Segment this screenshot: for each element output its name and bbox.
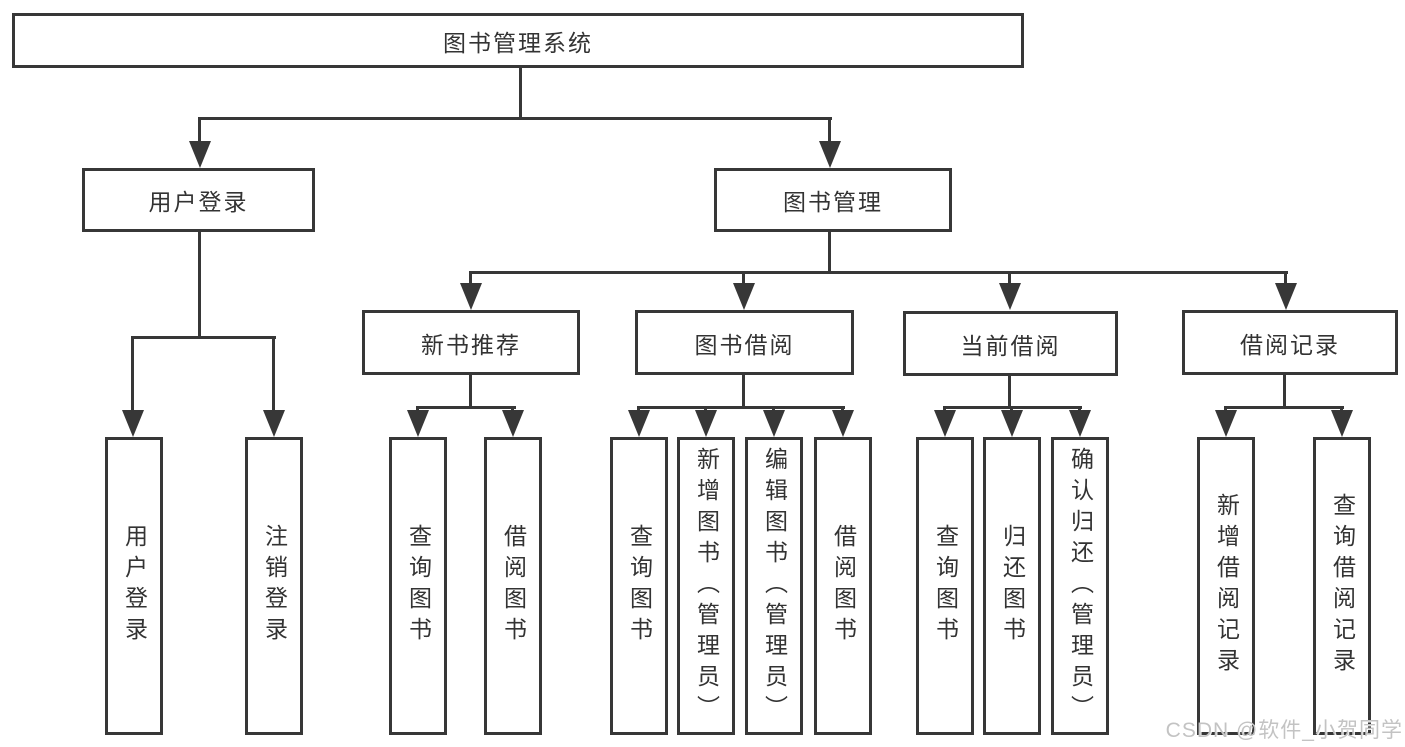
leaf-add-borrow-record-label: 新增借阅记录 [1213,493,1240,679]
leaf-query-borrow-record-label: 查询借阅记录 [1329,493,1356,679]
arrowhead-down-icon [502,410,524,437]
leaf-add-book-admin: 新增图书（管理员） [677,437,735,735]
leaf-add-book-admin-label: 新增图书（管理员） [693,446,720,726]
leaf-query-book-current: 查询图书 [916,437,974,735]
node-borrow-records-label: 借阅记录 [1240,331,1340,358]
node-user-login: 用户登录 [82,168,315,232]
leaf-query-book-current-label: 查询图书 [932,524,959,648]
leaf-borrow-book-label: 借阅图书 [830,524,857,648]
connector-book-mgmt-hbar [469,271,1288,274]
leaf-query-book-recommend: 查询图书 [389,437,447,735]
node-book-borrow: 图书借阅 [635,310,854,375]
connector-to-current-borrow [1008,271,1011,287]
node-borrow-records: 借阅记录 [1182,310,1398,375]
connector-root-to-book-mgmt [828,117,831,143]
connector-book-mgmt-drop [828,232,831,273]
arrowhead-down-icon [460,283,482,310]
node-library-management-system: 图书管理系统 [12,13,1024,68]
csdn-watermark: CSDN @软件_小贺同学 [1165,719,1403,742]
leaf-query-borrow-record: 查询借阅记录 [1313,437,1371,735]
connector-user-login-hbar [131,336,276,339]
leaf-borrow-book-recommend-label: 借阅图书 [500,524,527,648]
leaf-confirm-return-admin-label: 确认归还（管理员） [1067,446,1094,726]
arrowhead-down-icon [832,410,854,437]
leaf-confirm-return-admin: 确认归还（管理员） [1051,437,1109,735]
node-new-book-recommend-label: 新书推荐 [421,331,521,358]
node-current-borrow-label: 当前借阅 [960,332,1061,359]
connector-book-borrow-drop [742,375,745,408]
arrowhead-down-icon [122,410,144,437]
leaf-query-book-borrow-label: 查询图书 [626,524,653,648]
connector-current-borrow-drop [1008,375,1011,408]
node-book-management-label: 图书管理 [783,189,883,215]
connector-borrow-records-drop [1283,375,1286,408]
node-book-management: 图书管理 [714,168,952,232]
leaf-query-book-recommend-label: 查询图书 [405,524,432,648]
connector-to-leaf-user-login [131,336,134,412]
leaf-borrow-book: 借阅图书 [814,437,872,735]
arrowhead-down-icon [695,410,717,437]
node-new-book-recommend: 新书推荐 [362,310,580,375]
connector-root-hbar [198,117,832,120]
leaf-logout-label: 注销登录 [261,524,288,648]
connector-new-book-rec-hbar [416,406,516,409]
arrowhead-down-icon [407,410,429,437]
leaf-query-book-borrow: 查询图书 [610,437,668,735]
connector-to-new-book-rec [469,271,472,287]
arrowhead-down-icon [1215,410,1237,437]
leaf-user-login: 用户登录 [105,437,163,735]
arrowhead-down-icon [1001,410,1023,437]
arrowhead-down-icon [733,283,755,310]
node-library-management-system-label: 图书管理系统 [443,29,593,56]
node-user-login-label: 用户登录 [148,189,249,215]
arrowhead-down-icon [189,141,211,168]
arrowhead-down-icon [999,283,1021,310]
connector-to-leaf-logout [272,336,275,412]
leaf-logout: 注销登录 [245,437,303,735]
arrowhead-down-icon [1275,283,1297,310]
connector-root-to-user-login [198,117,201,143]
leaf-return-book-label: 归还图书 [999,524,1026,648]
connector-to-borrow-record [1284,271,1287,287]
node-current-borrow: 当前借阅 [903,311,1118,376]
arrowhead-down-icon [934,410,956,437]
leaf-edit-book-admin-label: 编辑图书（管理员） [761,446,788,726]
arrowhead-down-icon [1069,410,1091,437]
arrowhead-down-icon [819,141,841,168]
node-book-borrow-label: 图书借阅 [694,331,795,358]
arrowhead-down-icon [628,410,650,437]
leaf-borrow-book-recommend: 借阅图书 [484,437,542,735]
connector-borrow-records-hbar [1224,406,1344,409]
leaf-add-borrow-record: 新增借阅记录 [1197,437,1255,735]
connector-to-book-borrow [742,271,745,287]
arrowhead-down-icon [763,410,785,437]
connector-root-drop [519,68,522,118]
leaf-edit-book-admin: 编辑图书（管理员） [745,437,803,735]
connector-book-borrow-hbar [637,406,845,409]
arrowhead-down-icon [1331,410,1353,437]
leaf-user-login-label: 用户登录 [121,524,148,648]
arrowhead-down-icon [263,410,285,437]
connector-user-login-drop [198,232,201,337]
leaf-return-book: 归还图书 [983,437,1041,735]
connector-new-book-rec-drop [469,375,472,408]
